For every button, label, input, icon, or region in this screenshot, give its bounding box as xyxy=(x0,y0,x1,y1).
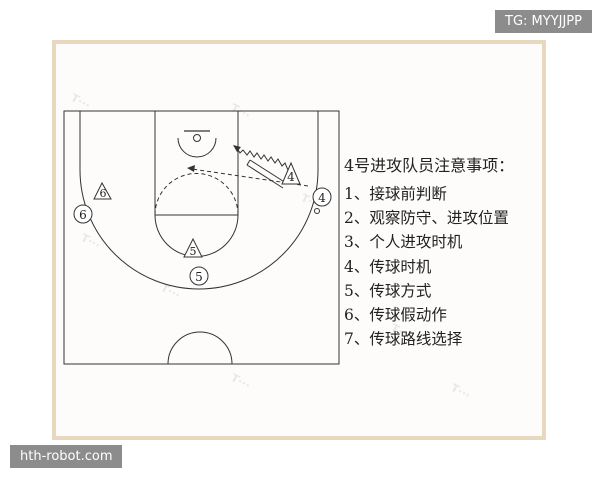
defender-4-marker xyxy=(281,161,301,185)
svg-text:T···: T··· xyxy=(229,101,253,122)
offense-4-marker xyxy=(312,187,332,207)
hoop xyxy=(193,134,201,142)
dribble-path xyxy=(236,147,292,178)
pass-path xyxy=(191,168,309,187)
defender-5-marker xyxy=(183,237,203,258)
notes-item: 3、个人进攻时机 xyxy=(344,233,463,252)
notes-item: 4、传球时机 xyxy=(344,257,432,276)
offense-5-label: 5 xyxy=(195,270,203,284)
offense-6-marker xyxy=(73,204,93,224)
offense-6-label: 6 xyxy=(79,208,87,222)
diagram-frame xyxy=(52,40,546,440)
defender-4-label: 4 xyxy=(287,170,295,184)
cut-path-end xyxy=(246,159,251,166)
free-throw-circle-dashed xyxy=(154,173,239,216)
svg-text:T···: T··· xyxy=(69,91,93,112)
defender-5-label: 5 xyxy=(190,245,197,258)
dribble-arrowhead xyxy=(233,145,241,152)
svg-text:T···: T··· xyxy=(449,381,473,402)
court-boundary xyxy=(63,110,340,365)
notes-title: 4号进攻队员注意事项： xyxy=(344,156,515,175)
free-throw-lane xyxy=(154,110,239,216)
notes-item: 7、传球路线选择 xyxy=(344,330,463,349)
bottom-left-tag: hth-robot.com xyxy=(10,445,123,468)
cut-path-line-b xyxy=(246,164,284,189)
svg-text:T···: T··· xyxy=(229,371,253,392)
defender-6-label: 6 xyxy=(100,187,107,200)
notes-item: 2、观察防守、进攻位置 xyxy=(344,209,509,228)
offense-5-marker xyxy=(189,266,209,286)
three-point-line xyxy=(79,111,319,290)
notes-panel: 4号进攻队员注意事项： 1、接球前判断 2、观察防守、进攻位置 3、个人进攻时机… xyxy=(344,152,514,351)
top-right-tag: TG: MYYJJPP xyxy=(495,10,592,33)
svg-text:T···: T··· xyxy=(159,281,183,302)
defender-6-marker xyxy=(93,181,112,200)
center-circle xyxy=(167,331,233,365)
pass-arrowhead xyxy=(187,165,195,172)
offense-4-label: 4 xyxy=(318,191,326,205)
notes-item: 6、传球假动作 xyxy=(344,306,447,325)
cut-path-line-a xyxy=(249,159,287,184)
restricted-area-arc xyxy=(177,137,217,158)
notes-item: 5、传球方式 xyxy=(344,281,432,300)
notes-item: 1、接球前判断 xyxy=(344,185,447,203)
ball xyxy=(314,208,320,214)
